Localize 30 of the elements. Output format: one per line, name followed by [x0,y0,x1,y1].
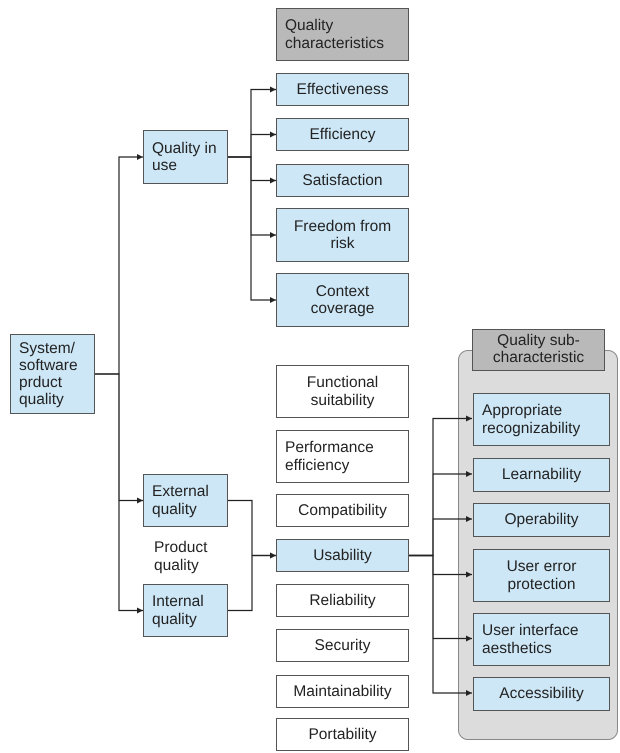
quality-box: Efficiency [276,118,409,151]
characteristic-box: Portability [276,718,409,751]
quality-box: Appropriate recognizability [473,393,610,446]
quality-box: Satisfaction [276,164,409,197]
connector-arrow [95,373,143,614]
quality-box: Internal quality [143,584,228,637]
quality-box: User interface aesthetics [473,613,610,666]
quality-box: User error protection [473,549,610,602]
header-box: Quality characteristics [276,8,409,61]
connector-arrow [228,552,276,612]
quality-box: Freedom from risk [276,208,409,262]
group-label: Product quality [154,539,208,575]
quality-box: Learnability [473,458,610,492]
quality-box: Accessibility [473,677,610,711]
quality-box: Quality in use [143,130,228,184]
quality-box: System/ software prduct quality [10,334,95,414]
characteristic-box: Performance efficiency [276,430,409,483]
characteristic-box: Security [276,629,409,662]
quality-box: Usability [276,539,409,572]
quality-box: Effectiveness [276,73,409,106]
quality-box: Operability [473,503,610,537]
connector-arrow [228,156,276,303]
characteristic-box: Maintainability [276,675,409,708]
quality-box: Context coverage [276,273,409,327]
characteristic-box: Reliability [276,584,409,617]
connector-arrow [409,554,472,696]
characteristic-box: Compatibility [276,494,409,527]
panel-heading: Quality sub-characteristic [472,329,605,371]
quality-box: External quality [143,474,228,527]
characteristic-box: Functional suitability [276,365,409,418]
